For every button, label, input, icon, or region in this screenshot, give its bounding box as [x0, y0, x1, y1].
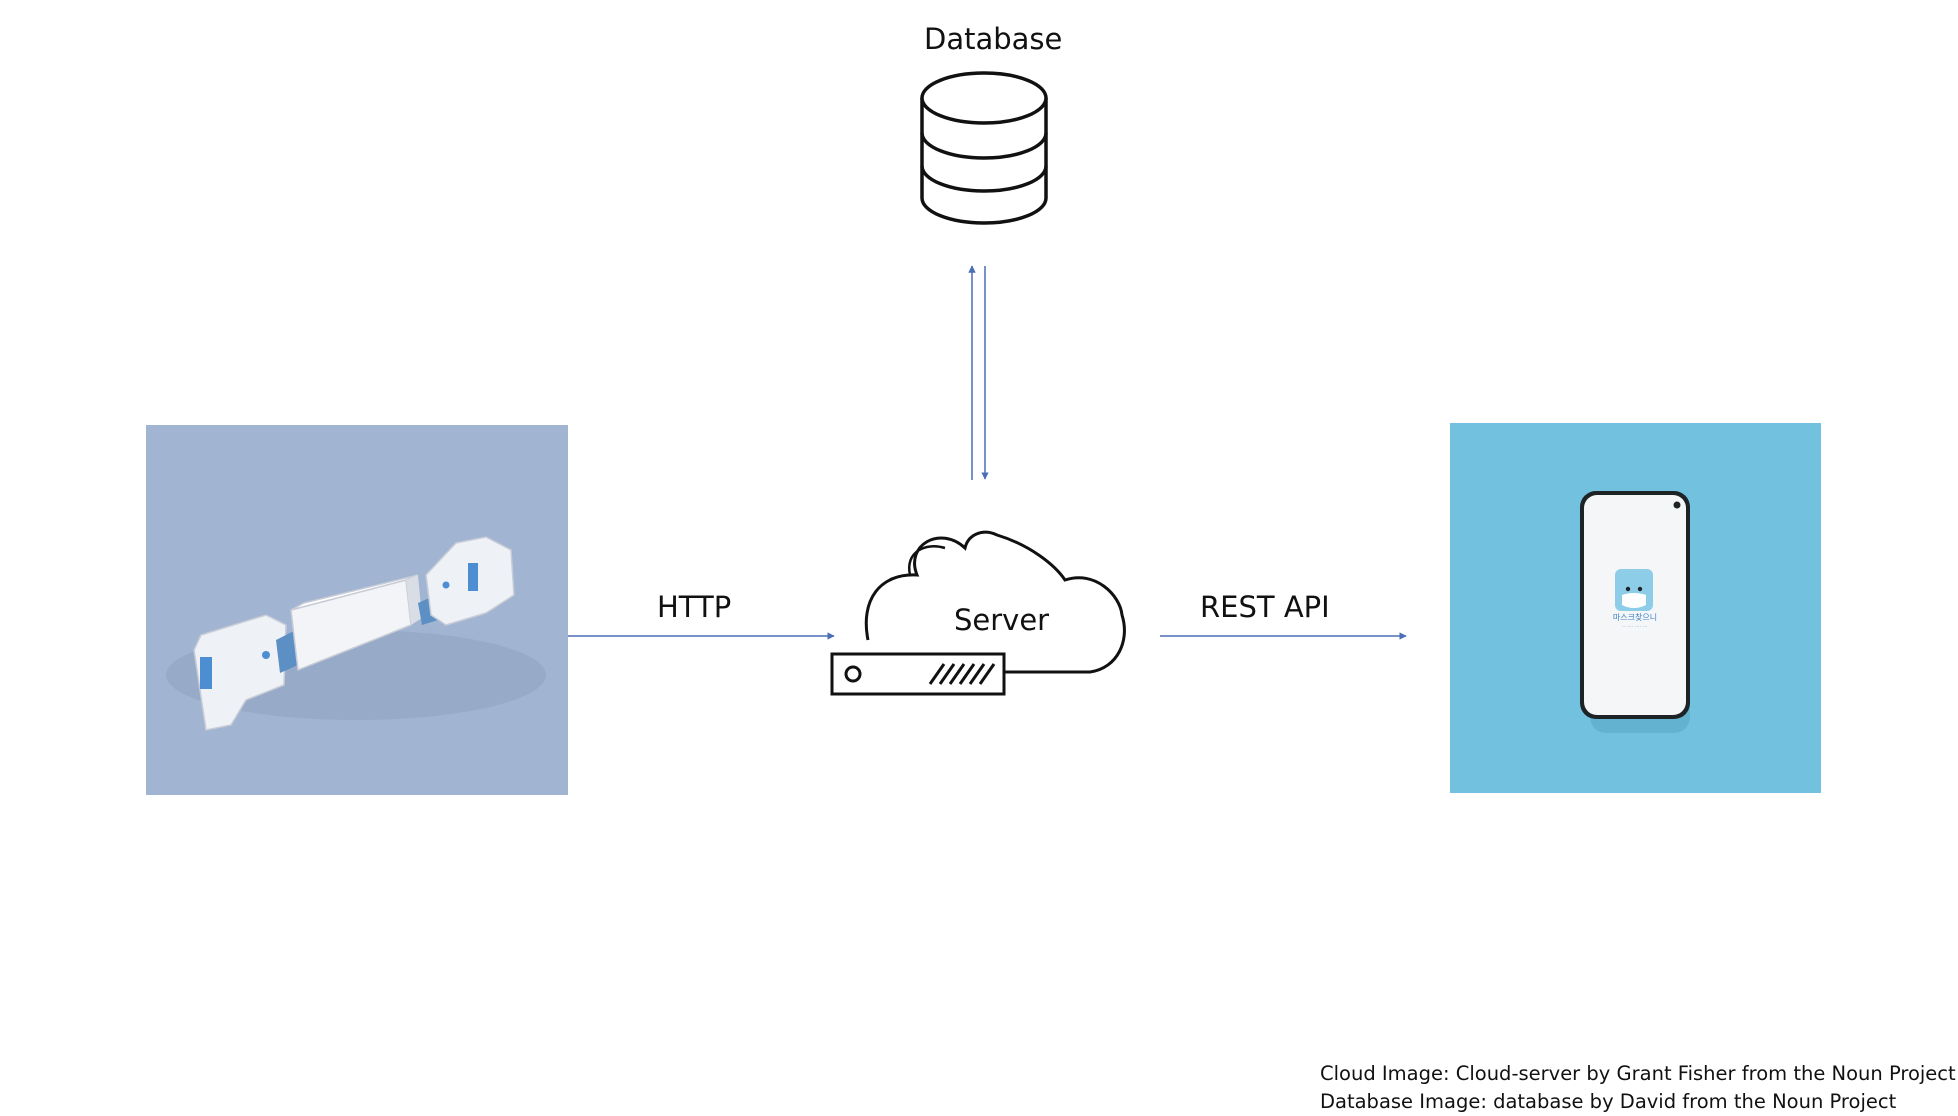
database-image-credit: Database Image: database by David from t…: [1320, 1090, 1897, 1113]
app-tagline: ·· ···· ···· ···: [1622, 624, 1648, 630]
rest-api-label: REST API: [1200, 590, 1330, 624]
app-name: 마스크찾으니: [1612, 613, 1658, 622]
image-credits: Cloud Image: Cloud-server by Grant Fishe…: [1320, 1060, 1956, 1116]
http-label: HTTP: [657, 590, 732, 624]
database-icon: [920, 71, 1048, 225]
mobile-app-photo: [1450, 423, 1821, 793]
cloud-server-icon: [830, 530, 1126, 696]
iot-device-photo: [146, 425, 568, 795]
database-label: Database: [924, 22, 1063, 56]
cloud-image-credit: Cloud Image: Cloud-server by Grant Fishe…: [1320, 1062, 1956, 1085]
server-label: Server: [954, 603, 1050, 637]
